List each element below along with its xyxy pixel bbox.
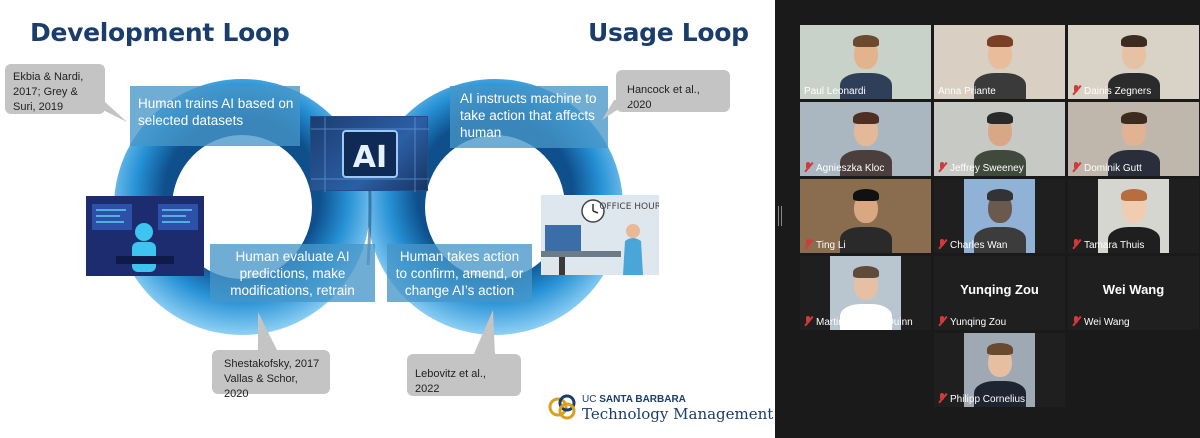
usage-loop-title: Usage Loop	[588, 18, 749, 47]
ucsb-subtitle: UC SANTA BARBARA	[582, 394, 686, 405]
ucsb-rings-icon	[548, 394, 576, 420]
ucsb-title: Technology Management	[582, 405, 774, 423]
citation-shestakofsky-text: Shestakofsky, 2017 Vallas & Schor, 2020	[224, 358, 320, 400]
participant-display-name: Yunqing Zou	[960, 282, 1039, 297]
participant-tile[interactable]: Dominik Gutt	[1068, 102, 1199, 176]
participant-video	[830, 256, 901, 330]
bubble-tail	[258, 312, 278, 352]
muted-mic-icon	[804, 316, 813, 326]
muted-mic-icon	[1072, 239, 1081, 249]
ai-chip-image: AI	[310, 116, 429, 192]
participant-name-label: Ting Li	[804, 239, 846, 251]
developer-illustration	[86, 196, 204, 276]
participant-display-name: Wei Wang	[1102, 282, 1165, 297]
participant-name-label: Dominik Gutt	[1072, 162, 1142, 174]
muted-mic-icon	[1072, 85, 1081, 95]
office-hours-illustration: OFFICE HOURS	[541, 195, 667, 275]
citation-ekbia-text: Ekbia & Nardi, 2017; Grey & Suri, 2019	[13, 71, 84, 113]
bubble-tail	[473, 310, 495, 356]
muted-mic-icon	[938, 162, 947, 172]
participant-tile[interactable]: Jeffrey Sweeney	[934, 102, 1065, 176]
ai-instructs-box: AI instructs machine to take action that…	[450, 86, 608, 148]
muted-mic-icon	[938, 316, 947, 326]
citation-lebovitz-bubble: Lebovitz et al., 2022	[407, 310, 521, 396]
participant-tile[interactable]: Paul Leonardi	[800, 25, 931, 99]
ucsb-logo: UC SANTA BARBARA Technology Management	[548, 394, 773, 425]
participant-tile[interactable]: Agnieszka Kloc	[800, 102, 931, 176]
ai-text: AI	[353, 140, 387, 175]
participant-video	[964, 179, 1035, 253]
bubble-tail	[87, 102, 127, 122]
participant-video	[800, 179, 931, 253]
participant-tile[interactable]: Philipp Cornelius	[934, 333, 1065, 407]
participant-video	[1098, 179, 1169, 253]
participant-name-label: Jeffrey Sweeney	[938, 162, 1024, 174]
shared-screen-slide: Development Loop Usage Loop AI	[0, 0, 775, 438]
participant-name-label: Agnieszka Kloc	[804, 162, 884, 174]
development-loop-title: Development Loop	[30, 18, 290, 47]
participant-name-label: Dainis Zegners	[1072, 85, 1151, 97]
muted-mic-icon	[1072, 316, 1081, 326]
human-evaluate-box: Human evaluate AI predictions, make modi…	[210, 244, 375, 302]
office-hours-text: OFFICE HOURS	[599, 202, 659, 212]
citation-hancock-bubble: Hancock et al., 2020	[602, 70, 730, 120]
citation-shestakofsky-bubble: Shestakofsky, 2017 Vallas & Schor, 2020	[212, 312, 330, 400]
participant-name-label: Wei Wang	[1072, 316, 1130, 328]
bubble-tail	[602, 100, 632, 120]
participant-name-label: Paul Leonardi	[804, 86, 866, 97]
muted-mic-icon	[938, 239, 947, 249]
participant-video	[1068, 102, 1199, 176]
split-divider[interactable]	[775, 0, 789, 438]
participant-tile[interactable]: Anna Priante	[934, 25, 1065, 99]
resize-handle[interactable]	[778, 206, 782, 226]
participant-name-label: Martin Seamus Quinn	[804, 316, 913, 328]
participant-tile[interactable]: Dainis Zegners	[1068, 25, 1199, 99]
participant-video	[800, 102, 931, 176]
participant-name-label: Philipp Cornelius	[938, 393, 1025, 405]
citation-ekbia-bubble: Ekbia & Nardi, 2017; Grey & Suri, 2019	[5, 64, 127, 122]
participant-video	[964, 333, 1035, 407]
muted-mic-icon	[804, 162, 813, 172]
human-takes-action-box: Human takes action to confirm, amend, or…	[387, 244, 532, 302]
participant-tile[interactable]: Charles Wan	[934, 179, 1065, 253]
citation-lebovitz-text: Lebovitz et al., 2022	[415, 368, 486, 395]
participant-name-label: Anna Priante	[938, 86, 996, 97]
participant-video	[1068, 25, 1199, 99]
participant-name-label: Yunqing Zou	[938, 316, 1006, 328]
participant-name-label: Charles Wan	[938, 239, 1007, 251]
participant-name-label: Tamara Thuis	[1072, 239, 1144, 251]
muted-mic-icon	[1072, 162, 1081, 172]
participant-tile[interactable]: Martin Seamus Quinn	[800, 256, 931, 330]
muted-mic-icon	[804, 239, 813, 249]
participant-video	[934, 25, 1065, 99]
muted-mic-icon	[938, 393, 947, 403]
participant-tile[interactable]: Tamara Thuis	[1068, 179, 1199, 253]
participant-tile[interactable]: Ting Li	[800, 179, 931, 253]
participant-video	[800, 25, 931, 99]
participant-video	[934, 102, 1065, 176]
human-trains-box: Human trains AI based on selected datase…	[130, 86, 300, 146]
citation-hancock-text: Hancock et al., 2020	[627, 84, 700, 111]
